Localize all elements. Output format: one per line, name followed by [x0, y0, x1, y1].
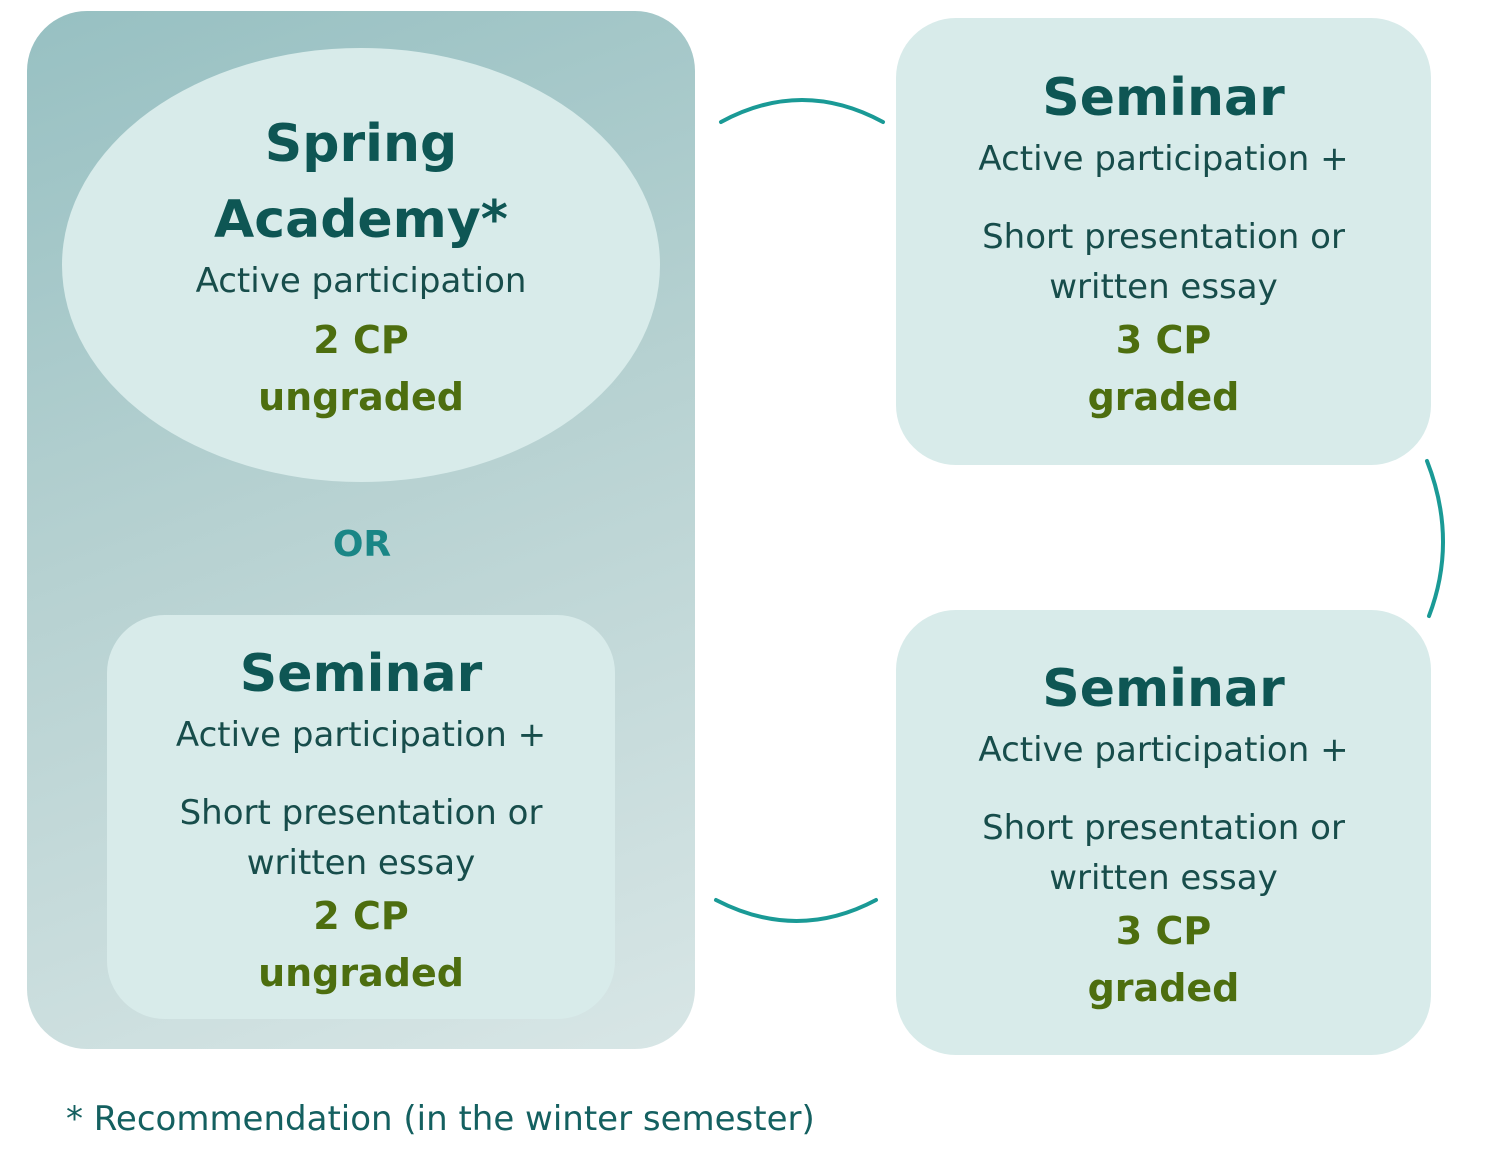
right-seminar-top-credits: 3 CP — [1115, 318, 1212, 362]
right-seminar-top-grading: graded — [1087, 375, 1240, 419]
spring-academy-text: Spring Academy* Active participation 2 C… — [62, 108, 660, 426]
right-seminar-bottom-title: Seminar — [1042, 659, 1285, 719]
left-seminar-requirement-line2: Short presentation or — [179, 793, 543, 833]
footnote: * Recommendation (in the winter semester… — [66, 1099, 815, 1139]
right-seminar-top-requirement-line1: Active participation + — [978, 139, 1349, 179]
left-seminar-requirement-line1: Active participation + — [175, 715, 547, 755]
spring-academy-title-line2: Academy* — [214, 190, 508, 250]
left-seminar-credits: 2 CP — [313, 894, 409, 938]
right-seminar-bottom-text: Seminar Active participation + Short pre… — [896, 653, 1431, 1017]
spring-academy-title-line1: Spring — [264, 114, 458, 174]
right-seminar-top-text: Seminar Active participation + Short pre… — [896, 62, 1431, 426]
left-seminar-requirement-line3: written essay — [246, 843, 476, 883]
right-seminar-bottom-requirement-line2: Short presentation or — [982, 808, 1345, 848]
or-label: OR — [332, 524, 392, 565]
connector-arc-top — [719, 98, 885, 124]
left-seminar-grading: ungraded — [258, 951, 464, 995]
right-seminar-bottom-requirement-line3: written essay — [1049, 858, 1278, 898]
right-seminar-top-box — [896, 18, 1431, 465]
right-seminar-bottom-credits: 3 CP — [1115, 909, 1212, 953]
left-seminar-title: Seminar — [239, 644, 483, 704]
left-seminar-box — [107, 615, 615, 1019]
spring-academy-credits: 2 CP — [313, 318, 409, 362]
spring-academy-grading: ungraded — [258, 375, 464, 419]
right-seminar-bottom-box — [896, 610, 1431, 1055]
right-seminar-top-requirement-line2: Short presentation or — [982, 217, 1345, 257]
spring-academy-ellipse — [62, 48, 660, 482]
connector-arc-right — [1425, 459, 1445, 618]
right-seminar-bottom-grading: graded — [1087, 966, 1240, 1010]
right-seminar-bottom-requirement-line1: Active participation + — [978, 730, 1349, 770]
spring-academy-requirement: Active participation — [195, 261, 527, 301]
right-seminar-top-title: Seminar — [1042, 68, 1285, 128]
right-seminar-top-requirement-line3: written essay — [1049, 267, 1278, 307]
left-seminar-text: Seminar Active participation + Short pre… — [107, 638, 615, 1002]
connector-arc-bottom — [714, 898, 878, 923]
